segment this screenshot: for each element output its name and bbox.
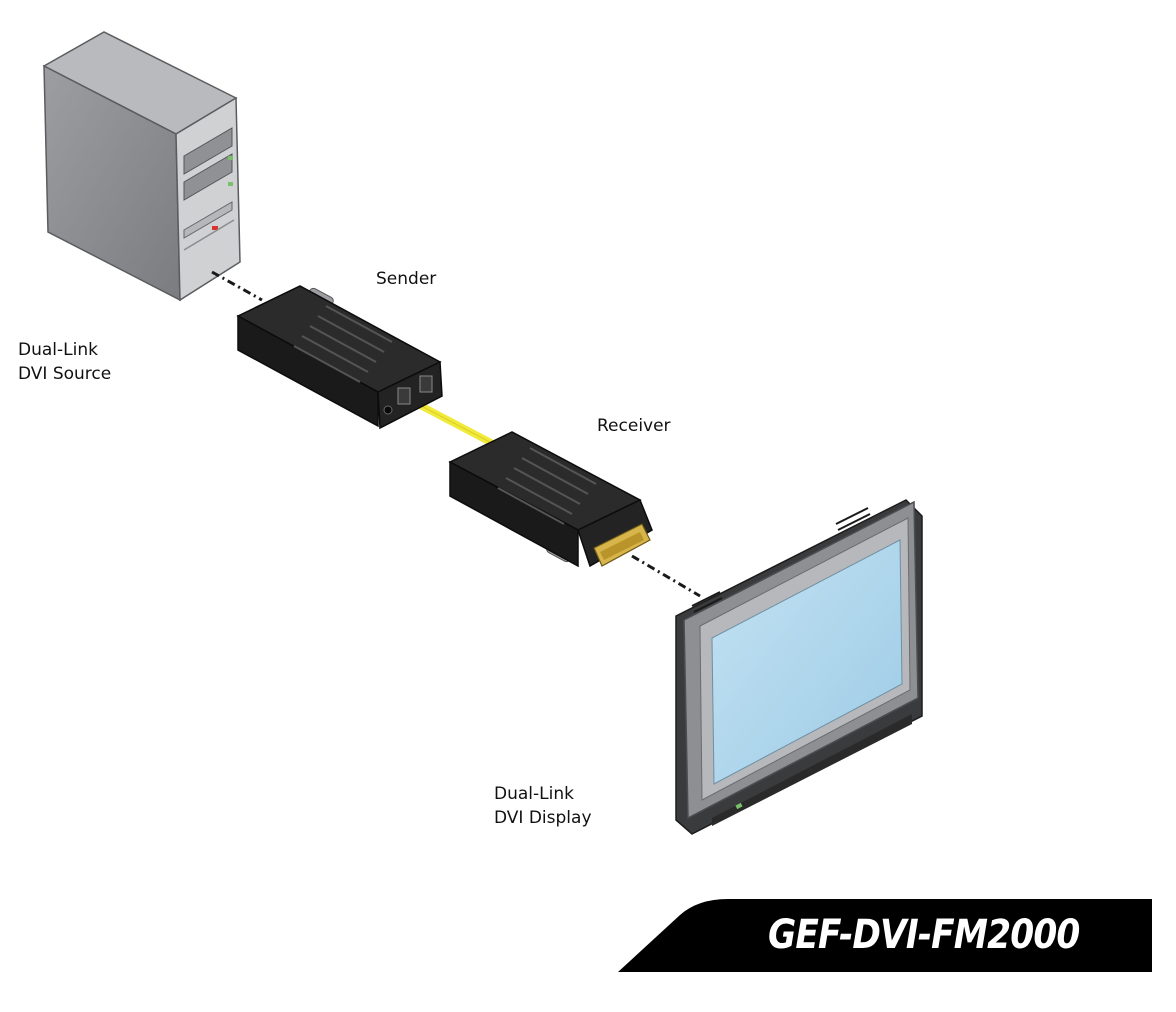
source-label-line2: DVI Source xyxy=(18,364,112,384)
dvi-link-display xyxy=(631,554,701,598)
display-monitor-icon xyxy=(675,499,923,835)
display-label-line2: DVI Display xyxy=(494,808,592,828)
receiver-label-text: Receiver xyxy=(597,416,671,436)
sender-label: Sender xyxy=(376,267,436,291)
banner-shape-icon xyxy=(618,899,1152,972)
model-banner: GEF-DVI-FM2000 xyxy=(618,899,1152,972)
computer-tower-icon xyxy=(42,31,241,302)
display-label: Dual-Link DVI Display xyxy=(494,782,592,830)
receiver-module-icon xyxy=(448,431,653,568)
source-label-line1: Dual-Link xyxy=(18,340,98,360)
receiver-label: Receiver xyxy=(597,414,671,438)
sender-label-text: Sender xyxy=(376,269,437,289)
display-label-line1: Dual-Link xyxy=(494,784,574,804)
dvi-link-source xyxy=(211,270,263,302)
model-name: GEF-DVI-FM2000 xyxy=(768,912,1080,958)
source-label: Dual-Link DVI Source xyxy=(18,338,111,386)
sender-module-icon xyxy=(236,285,443,430)
